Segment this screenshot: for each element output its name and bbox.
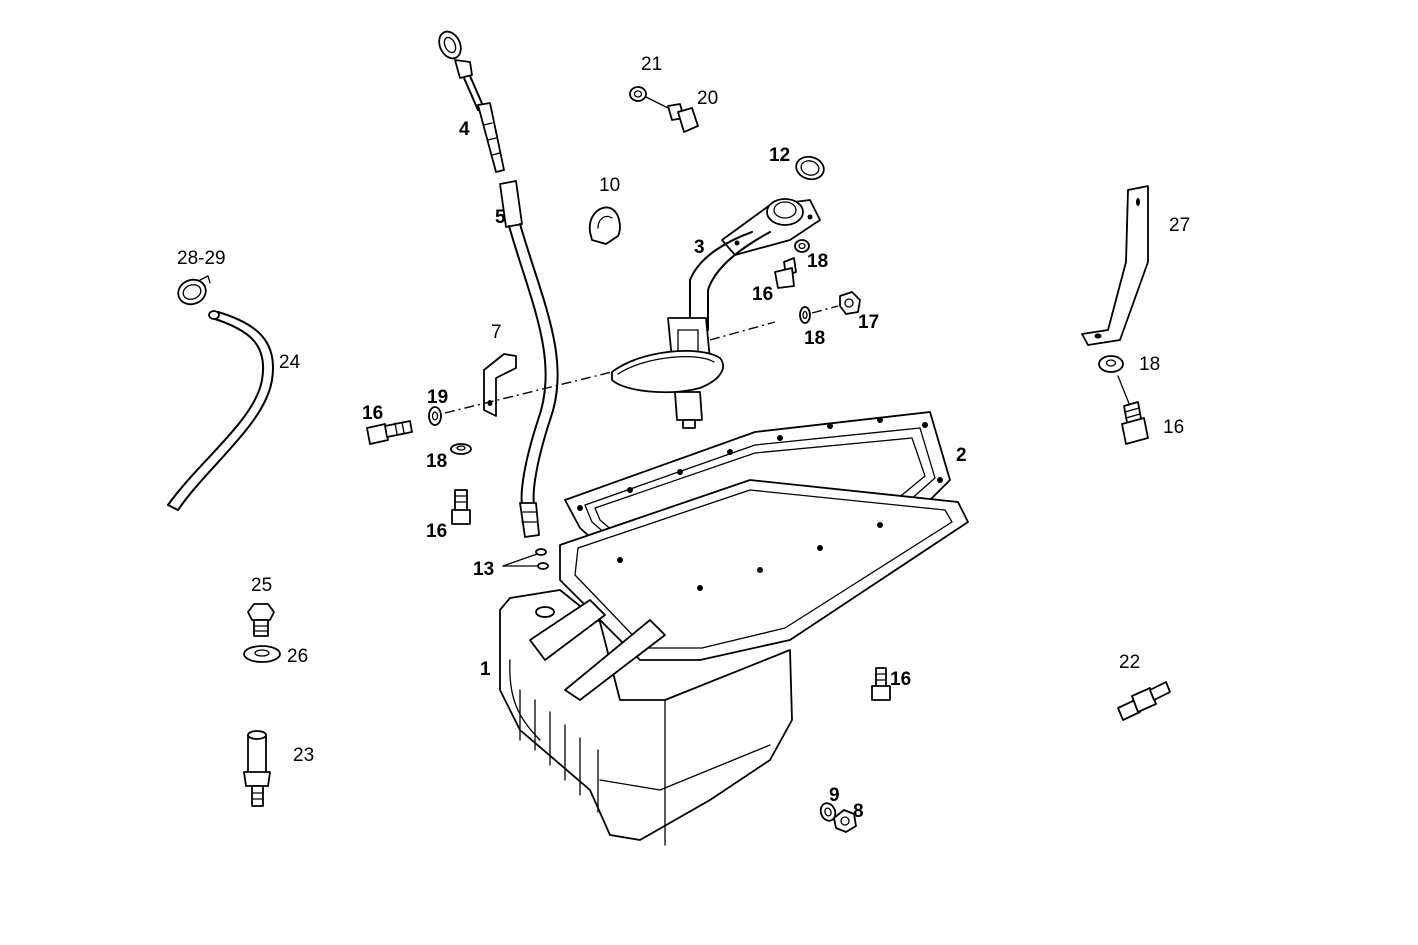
label-16-lower: 16 [890,669,911,690]
part-27-bracket [1081,185,1149,346]
label-20: 20 [697,88,718,109]
part-25-drain-plug [247,603,275,637]
label-17: 17 [858,312,879,333]
part-16-bolt-right [1121,401,1149,445]
label-8: 8 [853,801,864,822]
part-3-suction-pipe [611,198,821,429]
label-16-vertical: 16 [426,521,447,542]
leader-21-20 [645,96,669,109]
part-23-fitting [243,730,271,807]
label-16-left: 16 [362,403,383,424]
part-18-washer-upper [794,239,810,253]
part-13-clips [502,548,549,570]
part-17-nut [839,291,861,315]
label-4: 4 [459,119,470,140]
part-16-bolt-vertical [451,489,471,525]
label-28-29: 28-29 [177,248,226,269]
part-24-hose [167,310,274,511]
label-10: 10 [599,175,620,196]
leader-18-16-right [1117,375,1131,407]
part-20-bolt [667,103,699,133]
label-1: 1 [480,659,491,680]
part-16-bolt-left [366,420,413,445]
label-13: 13 [473,559,494,580]
part-4-5-dipstick [438,30,559,538]
gasket-bolt-holes [577,417,943,591]
part-8-nut [833,809,857,833]
assembly-line-top [709,321,776,341]
part-10-clip [588,206,621,245]
part-16-bolt-lower [871,667,891,701]
label-25: 25 [251,575,272,596]
label-5: 5 [495,207,506,228]
label-21: 21 [641,54,662,75]
part-21-washer [629,86,647,102]
label-9: 9 [829,785,840,806]
label-27: 27 [1169,215,1190,236]
part-22-stud [1117,681,1171,721]
label-22: 22 [1119,652,1140,673]
callout-labels: 1 2 3 4 5 7 8 9 10 12 13 16 16 16 16 16 … [177,54,1190,822]
label-16-right: 16 [1163,417,1184,438]
part-12-seal [795,155,825,181]
label-18-left: 18 [426,451,447,472]
part-28-29-clamp [177,275,211,306]
label-19: 19 [427,387,448,408]
label-18-right: 18 [1139,354,1160,375]
part-1-oil-pan [499,479,969,846]
part-18-washer-left [450,443,472,455]
label-18-mid: 18 [804,328,825,349]
label-18-upper: 18 [807,251,828,272]
label-3: 3 [694,237,705,258]
part-26-washer [243,645,281,663]
label-12: 12 [769,145,790,166]
part-18-washer-mid [799,306,811,324]
part-19-washer [428,406,442,426]
assembly-line-17 [811,305,839,314]
label-2: 2 [956,445,967,466]
assembly-line-left [444,369,621,414]
part-16-bolt-upper [774,257,797,289]
part-18-washer-right [1098,355,1124,373]
label-7: 7 [491,322,502,343]
part-9-washer [819,802,837,822]
label-23: 23 [293,745,314,766]
part-7-bracket [483,353,517,417]
label-26: 26 [287,646,308,667]
label-24: 24 [279,352,301,373]
label-16-upper: 16 [752,284,773,305]
